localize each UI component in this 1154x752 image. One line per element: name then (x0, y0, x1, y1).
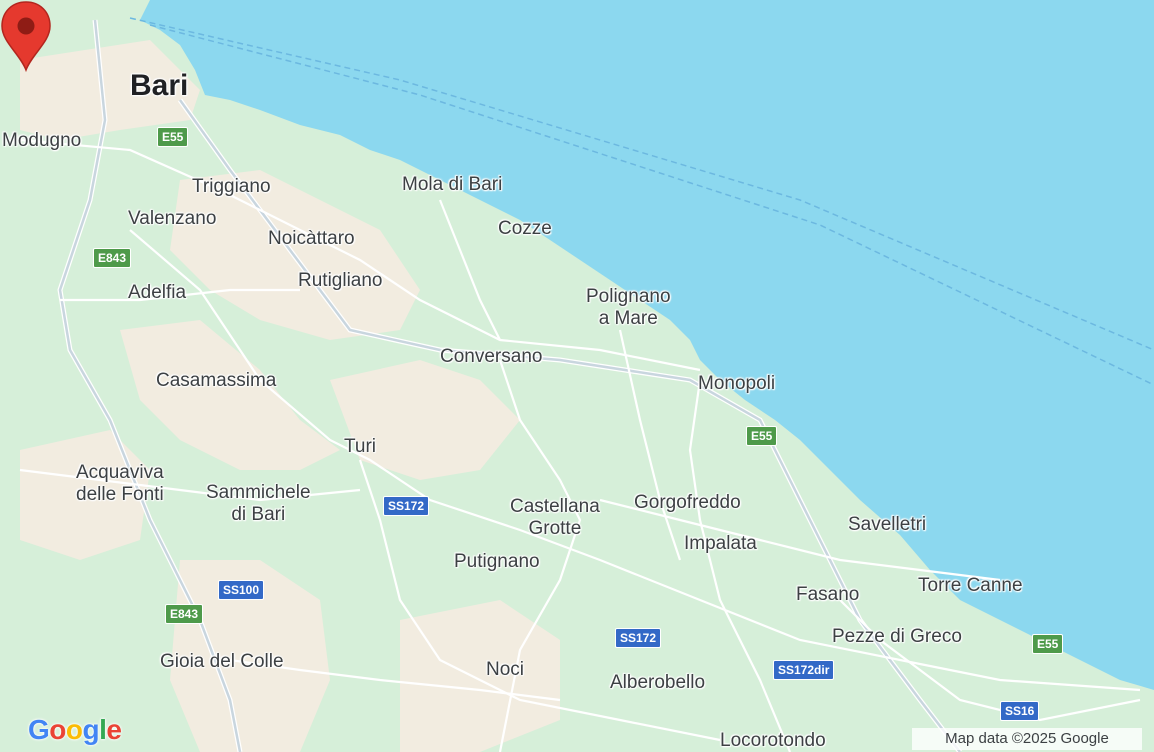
sea-area (140, 0, 1154, 690)
map-pin-icon[interactable] (0, 0, 52, 72)
road-shield-e55: E55 (746, 426, 778, 446)
road-network (19, 138, 1141, 752)
logo-letter: g (82, 714, 100, 745)
road-shield-e843: E843 (165, 604, 204, 624)
road-shield-ss16: SS16 (1000, 701, 1040, 721)
road-shield-e55: E55 (1032, 634, 1064, 654)
map-attribution[interactable]: Map data ©2025 Google (912, 728, 1142, 750)
logo-letter: o (65, 714, 83, 745)
place-label-cozze[interactable]: Cozze (498, 218, 552, 239)
logo-letter: l (99, 714, 107, 745)
place-label-turi[interactable]: Turi (344, 436, 377, 457)
place-label-acquaviva-delle-fonti[interactable]: Acquaviva delle Fonti (76, 462, 164, 505)
place-label-impalata[interactable]: Impalata (684, 533, 757, 554)
place-label-noicattaro[interactable]: Noicàttaro (268, 228, 355, 249)
place-label-modugno[interactable]: Modugno (2, 130, 93, 152)
place-label-monopoli[interactable]: Monopoli (698, 373, 776, 394)
place-label-noci[interactable]: Noci (486, 659, 525, 680)
place-label-pezze-di-greco[interactable]: Pezze di Greco (832, 626, 962, 647)
logo-letter: e (106, 714, 122, 745)
place-label-conversano[interactable]: Conversano (440, 346, 543, 367)
place-label-triggiano[interactable]: Triggiano (192, 176, 271, 197)
place-label-polignano-a-mare[interactable]: Polignano a Mare (586, 286, 671, 329)
urban-area (120, 320, 340, 470)
place-label-gioia-del-colle[interactable]: Gioia del Colle (160, 651, 284, 672)
place-label-rutigliano[interactable]: Rutigliano (298, 270, 383, 291)
road-shield-ss172: SS172 (383, 496, 430, 516)
road-shield-e55: E55 (157, 127, 189, 147)
logo-letter: o (49, 714, 66, 745)
place-label-castellana-grotte[interactable]: Castellana Grotte (510, 496, 600, 539)
ferry-route (129, 17, 1154, 351)
urban-area (20, 40, 200, 140)
place-label-savelletri[interactable]: Savelletri (848, 514, 927, 535)
place-label-adelfia[interactable]: Adelfia (128, 282, 187, 303)
road-shield-e843: E843 (93, 248, 132, 268)
place-label-torre-canne[interactable]: Torre Canne (918, 575, 1023, 596)
place-label-fasano[interactable]: Fasano (796, 584, 860, 605)
urban-area (170, 560, 330, 752)
ferry-route (149, 24, 1154, 386)
road-shield-ss172: SS172 (615, 628, 662, 648)
place-label-locorotondo[interactable]: Locorotondo (720, 730, 826, 751)
place-label-valenzano[interactable]: Valenzano (128, 208, 217, 229)
place-label-mola-di-bari[interactable]: Mola di Bari (402, 174, 503, 195)
place-label-gorgofreddo[interactable]: Gorgofreddo (634, 492, 741, 513)
urban-area (20, 430, 150, 560)
place-label-putignano[interactable]: Putignano (454, 551, 540, 572)
place-label-modugno-text: Modugno (2, 130, 82, 151)
place-label-casamassima[interactable]: Casamassima (156, 370, 277, 391)
road-shield-ss100: SS100 (218, 580, 265, 600)
logo-letter: G (28, 714, 50, 745)
highway-e55 (178, 99, 961, 752)
place-label-bari[interactable]: Bari (130, 69, 189, 102)
urban-area (400, 600, 560, 752)
urban-area (330, 360, 520, 480)
highway-e843 (58, 19, 242, 752)
google-logo[interactable]: Google (28, 714, 122, 746)
road-shield-ss172dir: SS172dir (773, 660, 835, 680)
place-label-sammichele-di-bari[interactable]: Sammichele di Bari (206, 482, 311, 525)
place-label-alberobello[interactable]: Alberobello (610, 672, 706, 693)
